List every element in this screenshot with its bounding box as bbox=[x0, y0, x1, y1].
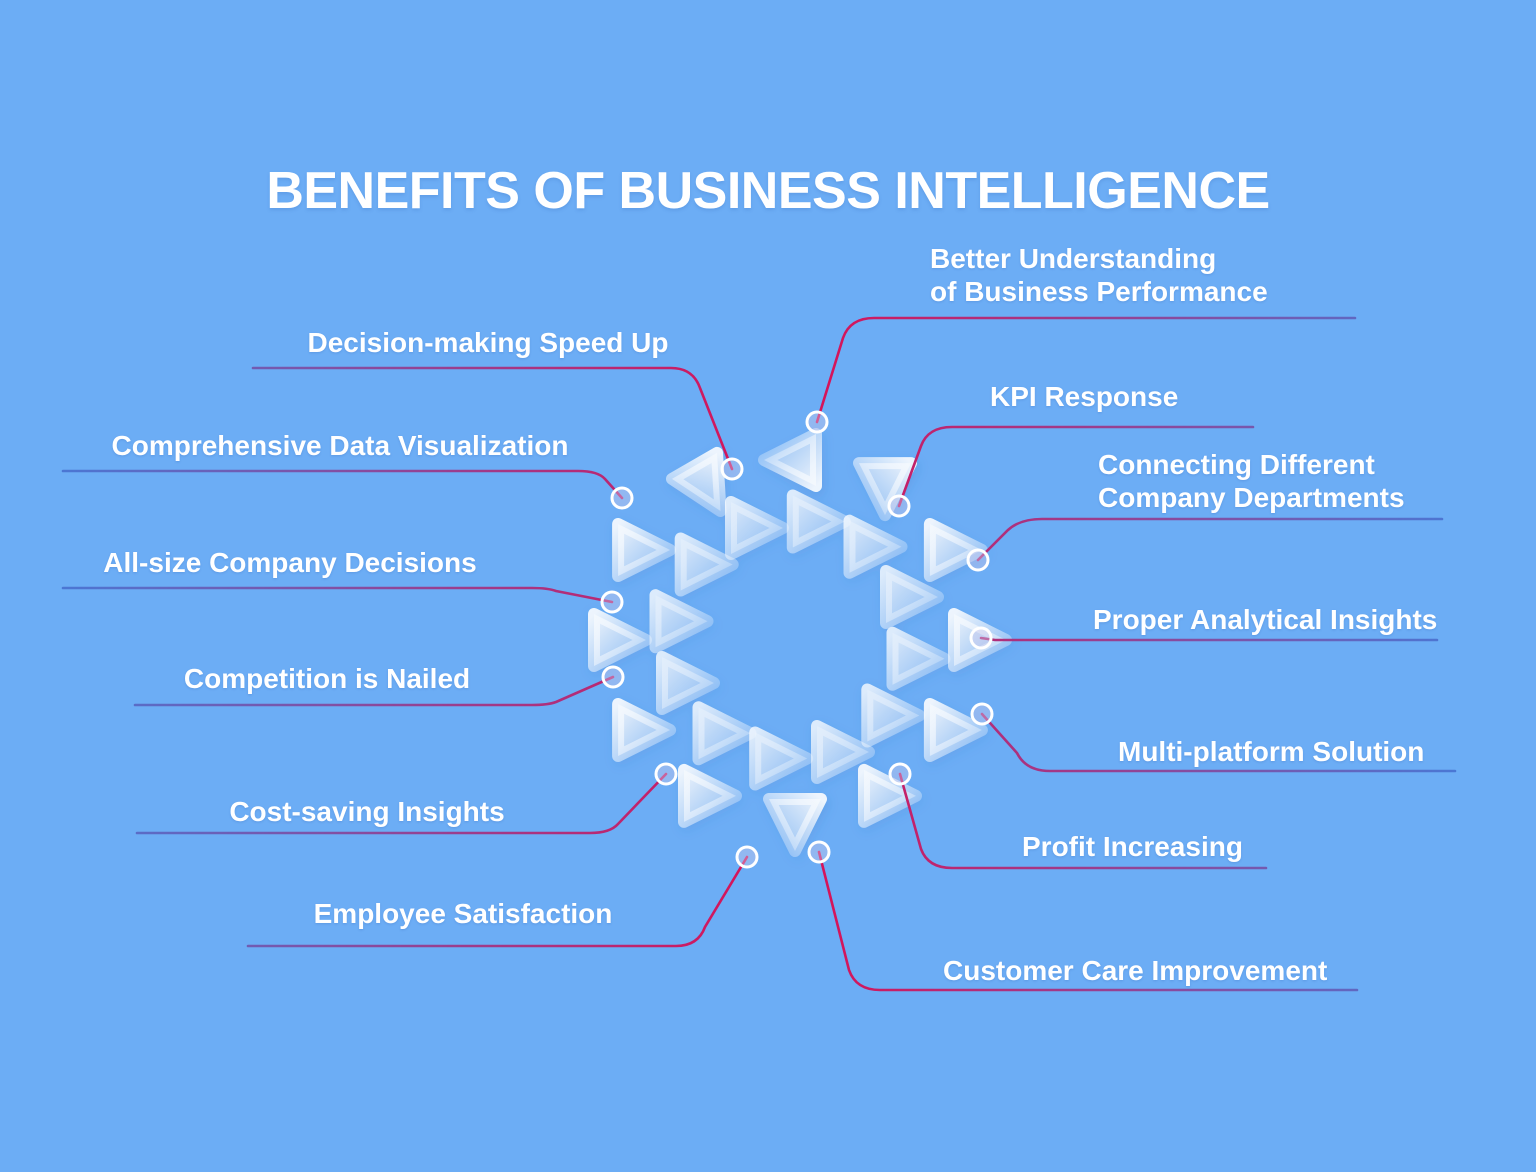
triangle-shape bbox=[886, 626, 951, 691]
connector-endpoint bbox=[966, 548, 990, 572]
connector-line bbox=[251, 366, 734, 471]
connector-endpoint bbox=[888, 762, 912, 786]
benefit-label-customer-care-improvement: Customer Care Improvement bbox=[943, 955, 1328, 986]
connector-line bbox=[817, 850, 1359, 992]
benefit-label-competition-is-nailed: Competition is Nailed bbox=[183, 663, 471, 694]
triangle-ring bbox=[588, 428, 1012, 857]
triangle-shape bbox=[923, 698, 988, 762]
triangle-shape bbox=[588, 608, 652, 672]
benefit-label-kpi-response: KPI Response bbox=[990, 381, 1179, 412]
connector-endpoint bbox=[601, 665, 625, 689]
connector-line bbox=[61, 586, 614, 604]
connector-line bbox=[246, 855, 749, 948]
triangle-shape bbox=[665, 446, 727, 517]
connector-line bbox=[897, 425, 1255, 508]
connector-endpoint bbox=[600, 590, 624, 614]
connector-endpoint bbox=[970, 702, 994, 726]
triangle-shape bbox=[861, 683, 926, 748]
triangle-shape bbox=[612, 518, 677, 582]
triangle-shape bbox=[923, 518, 988, 582]
benefit-label-employee-satisfaction: Employee Satisfaction bbox=[313, 898, 613, 929]
triangle-shape bbox=[612, 698, 677, 762]
connector-line bbox=[980, 712, 1457, 773]
connector-lines bbox=[61, 316, 1457, 992]
triangle-shape bbox=[674, 532, 739, 597]
benefit-label-decision-making-speed-up: Decision-making Speed Up bbox=[307, 327, 669, 358]
connector-line bbox=[133, 675, 615, 707]
triangle-shape bbox=[786, 489, 851, 554]
connector-endpoint bbox=[887, 494, 911, 518]
triangle-shape bbox=[811, 720, 875, 784]
connector-endpoint bbox=[969, 626, 993, 650]
benefit-label-comprehensive-data-visualization: Comprehensive Data Visualization bbox=[111, 430, 569, 461]
connector-endpoint bbox=[805, 410, 829, 434]
triangle-shape bbox=[858, 763, 922, 828]
connector-endpoints bbox=[600, 410, 994, 869]
connector-line bbox=[815, 316, 1357, 424]
connector-line bbox=[898, 772, 1268, 870]
benefit-label-profit-increasing: Profit Increasing bbox=[1022, 831, 1243, 862]
connector-line bbox=[61, 469, 624, 500]
triangle-shape bbox=[758, 428, 822, 492]
triangle-shape bbox=[763, 793, 827, 857]
connector-endpoint bbox=[735, 845, 759, 869]
triangle-shape bbox=[656, 651, 720, 715]
connector-line bbox=[979, 636, 1439, 642]
triangle-shape bbox=[678, 763, 742, 828]
connector-endpoint bbox=[610, 486, 634, 510]
benefit-label-proper-analytical-insights: Proper Analytical Insights bbox=[1093, 604, 1438, 635]
connector-line bbox=[135, 772, 668, 835]
triangle-shape bbox=[649, 589, 714, 654]
triangle-shape bbox=[843, 514, 908, 579]
triangle-shape bbox=[725, 496, 789, 560]
benefit-label-connecting-departments: Connecting Different Company Departments bbox=[1098, 449, 1405, 513]
connector-line bbox=[976, 517, 1444, 562]
connector-endpoint bbox=[654, 762, 678, 786]
page-title: BENEFITS OF BUSINESS INTELLIGENCE bbox=[266, 161, 1270, 220]
benefit-label-all-size-company-decisions: All-size Company Decisions bbox=[103, 547, 477, 578]
connector-endpoint bbox=[720, 457, 744, 481]
connector-endpoint bbox=[807, 840, 831, 864]
benefit-label-multi-platform-solution: Multi-platform Solution bbox=[1118, 736, 1425, 767]
triangle-shape bbox=[880, 565, 944, 629]
triangle-shape bbox=[749, 726, 814, 791]
benefit-label-better-understanding: Better Understanding of Business Perform… bbox=[930, 243, 1268, 307]
benefit-label-cost-saving-insights: Cost-saving Insights bbox=[229, 796, 505, 827]
triangle-shape bbox=[853, 457, 917, 522]
triangle-shape bbox=[692, 701, 757, 766]
